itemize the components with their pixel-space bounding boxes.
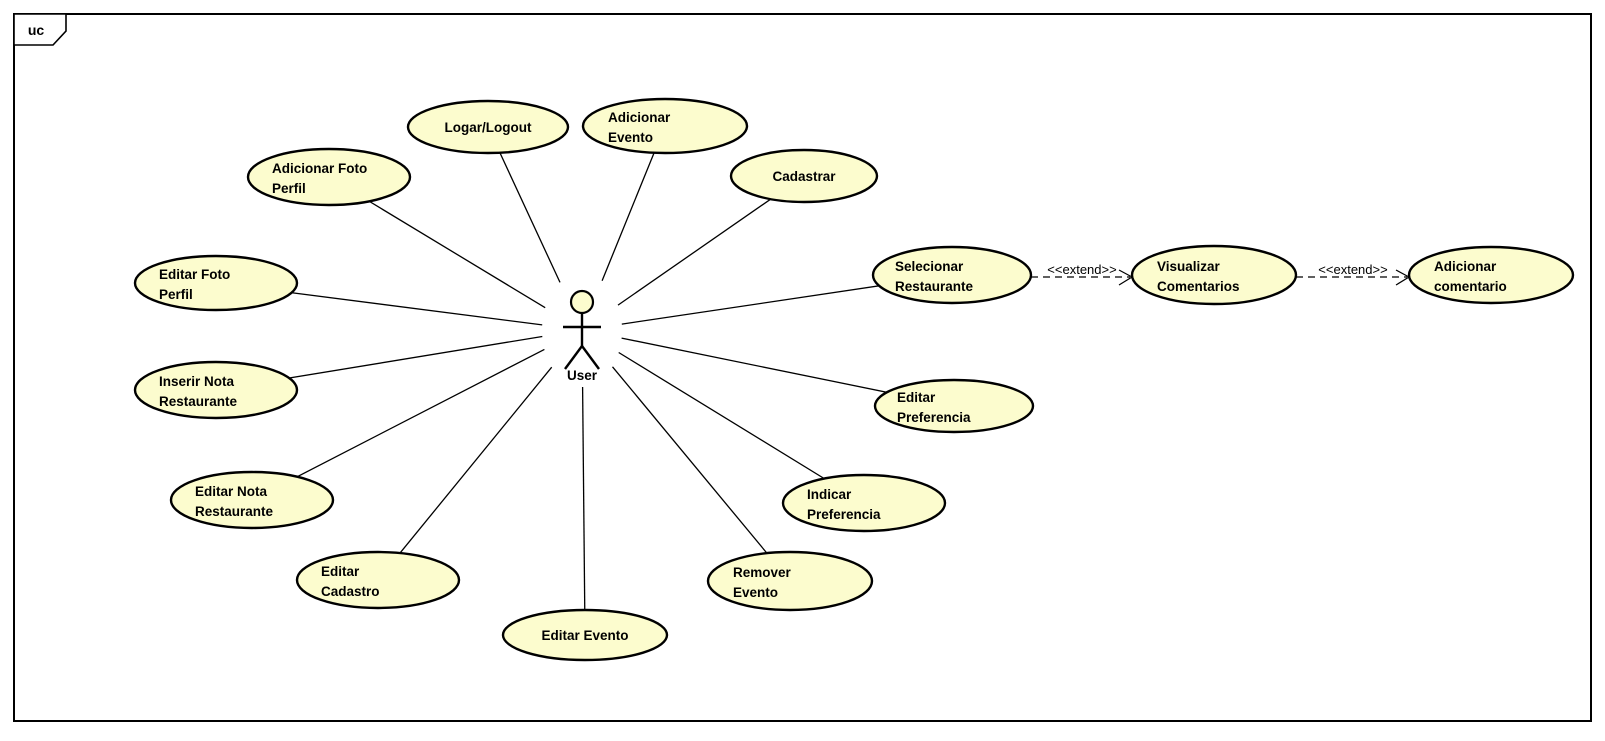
- frame-tag: [13, 13, 67, 46]
- frame-tag-label: uc: [28, 22, 45, 38]
- use-case-logar-logout: Logar/Logout: [406, 99, 570, 155]
- actor-head: [569, 289, 595, 315]
- use-case-inserir-nota-restaurante-ellipse: [133, 360, 299, 420]
- actor-leg-right: [581, 345, 600, 370]
- actor-leg-left: [564, 345, 583, 370]
- use-case-indicar-preferencia-ellipse: [781, 473, 947, 533]
- association-actor-editar-cadastro: [377, 366, 553, 581]
- use-case-editar-evento: Editar Evento: [501, 608, 669, 662]
- use-case-adicionar-comentario-ellipse: [1407, 245, 1575, 305]
- frame: uc: [13, 13, 1592, 722]
- actor-user: User: [563, 289, 601, 383]
- use-case-editar-evento-label: Editar Evento: [541, 628, 628, 643]
- actor-label: User: [567, 368, 598, 383]
- use-case-editar-evento-ellipse: [501, 608, 669, 662]
- use-case-adicionar-foto-perfil-ellipse: [246, 147, 412, 207]
- use-case-visualizar-comentarios-ellipse: [1130, 244, 1298, 306]
- extend-label: <<extend>>: [1047, 262, 1116, 277]
- use-case-logar-logout-label: Logar/Logout: [445, 120, 532, 135]
- extend-label: <<extend>>: [1318, 262, 1387, 277]
- use-case-cadastrar: Cadastrar: [729, 148, 879, 204]
- use-case-adicionar-evento-ellipse: [581, 97, 749, 155]
- association-actor-remover-evento: [611, 366, 791, 582]
- use-case-editar-preferencia-ellipse: [873, 378, 1035, 434]
- use-case-editar-cadastro-ellipse: [295, 550, 461, 610]
- use-case-logar-logout-ellipse: [406, 99, 570, 155]
- use-case-cadastrar-label: Cadastrar: [772, 169, 836, 184]
- extend-selecionar-restaurante-to-visualizar-comentarios: <<extend>>: [1031, 262, 1134, 286]
- use-case-cadastrar-ellipse: [729, 148, 879, 204]
- association-actor-editar-nota-restaurante: [251, 348, 545, 501]
- use-case-editar-foto-perfil-ellipse: [133, 254, 299, 312]
- use-case-selecionar-restaurante-ellipse: [871, 245, 1033, 305]
- use-case-remover-evento-ellipse: [706, 550, 874, 612]
- frame-border: [13, 13, 1592, 722]
- use-case-editar-nota-restaurante-ellipse: [169, 470, 335, 530]
- extend-visualizar-comentarios-to-adicionar-comentario: <<extend>>: [1296, 262, 1411, 286]
- association-actor-editar-evento: [581, 386, 586, 636]
